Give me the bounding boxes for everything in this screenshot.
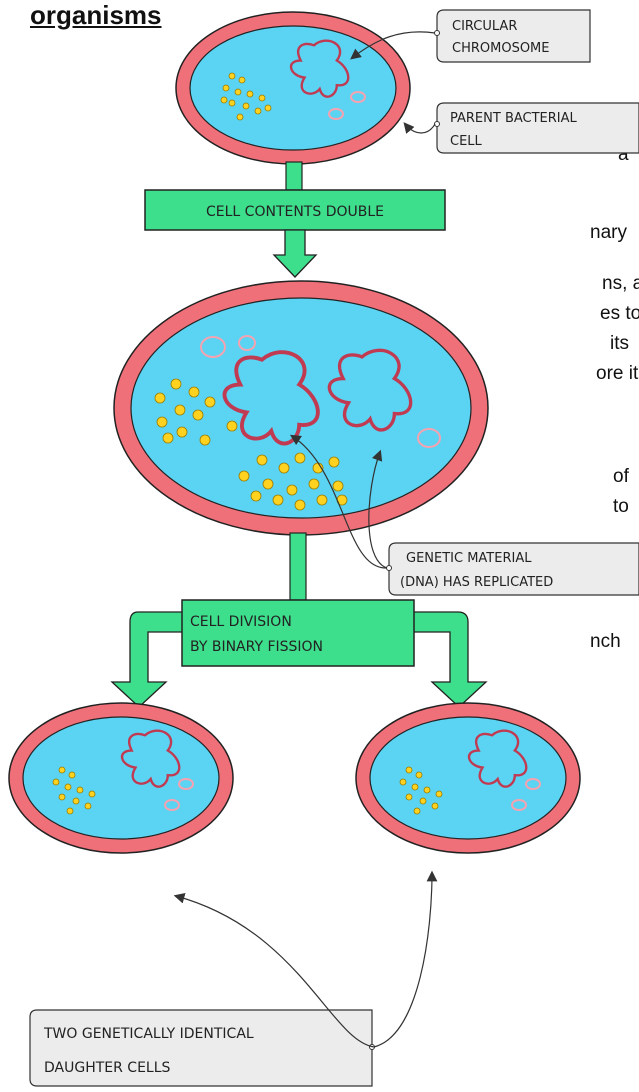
circular-chromosome-label-line-2: CHROMOSOME: [452, 41, 549, 56]
flow-arrow-1: CELL CONTENTS DOUBLE: [145, 162, 445, 277]
callout-parent-cell: PARENT BACTERIAL CELL: [405, 103, 639, 153]
cell-contents-label: CELL CONTENTS DOUBLE: [206, 204, 384, 220]
parent-cell-label-line-2: CELL: [450, 134, 483, 149]
genetic-material-label-line-1: GENETIC MATERIAL: [406, 551, 532, 566]
daughter-cell-left: [9, 703, 233, 853]
replicating-bacterial-cell: [114, 281, 488, 535]
cell-division-box: [182, 600, 414, 666]
cell-division-label-line-2: BY BINARY FISSION: [190, 639, 323, 655]
daughter-cells-label-line-1: TWO GENETICALLY IDENTICAL: [43, 1026, 254, 1042]
daughter-cell-right: [356, 703, 580, 853]
cell-division-label-line-1: CELL DIVISION: [190, 614, 292, 630]
circular-chromosome-label-line-1: CIRCULAR: [452, 19, 517, 34]
parent-bacterial-cell: [176, 12, 410, 164]
parent-cell-label-line-1: PARENT BACTERIAL: [450, 111, 578, 126]
daughter-cells-label-line-2: DAUGHTER CELLS: [44, 1060, 171, 1076]
callout-daughter-cells: TWO GENETICALLY IDENTICAL DAUGHTER CELLS: [30, 873, 432, 1086]
genetic-material-label-line-2: (DNA) HAS REPLICATED: [400, 575, 553, 590]
